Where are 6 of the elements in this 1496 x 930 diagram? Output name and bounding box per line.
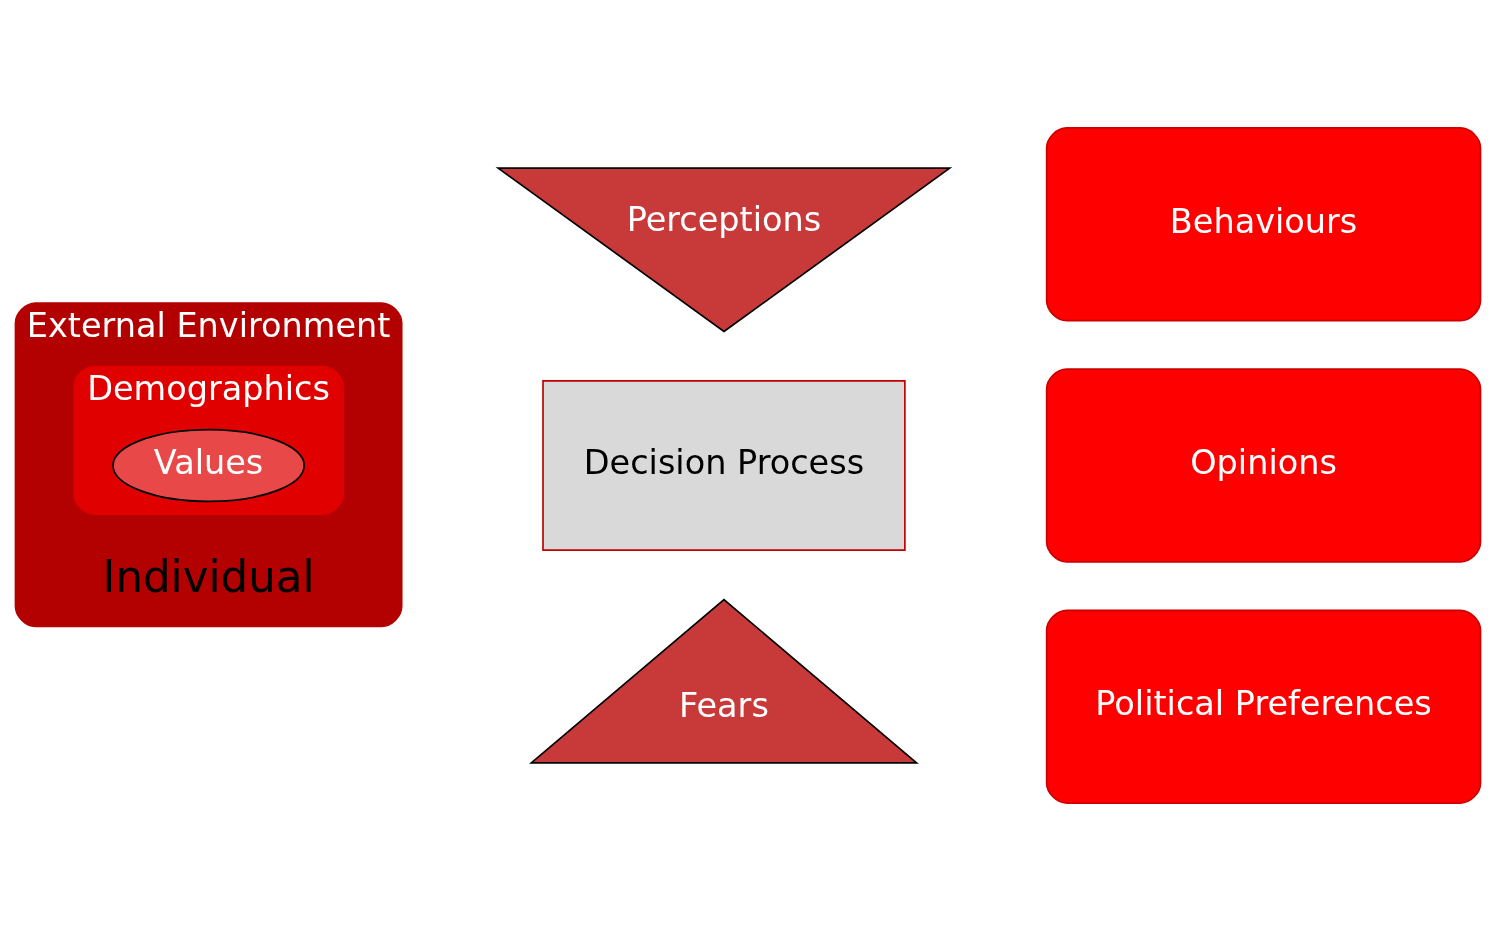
node-ellipse: Values [112,428,305,502]
node-box: Opinions [1045,367,1482,563]
node-box: Decision Process [542,379,906,551]
label: Individual [102,551,315,602]
node-box: Political Preferences [1045,609,1482,804]
node-box: Behaviours [1045,126,1482,321]
